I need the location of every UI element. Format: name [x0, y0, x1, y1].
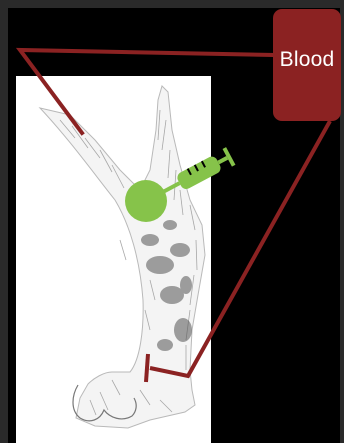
line-end-cap — [146, 354, 148, 382]
blood-label-box: Blood — [273, 9, 341, 121]
blood-label: Blood — [280, 48, 335, 72]
